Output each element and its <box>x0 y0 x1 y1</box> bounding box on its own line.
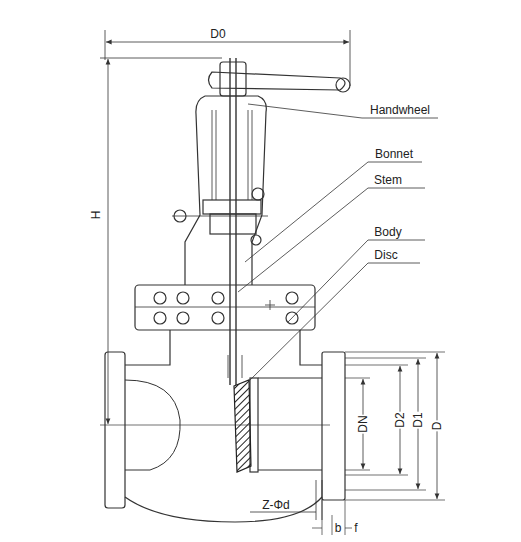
right-flange <box>322 352 345 500</box>
dimension-label: H <box>90 210 102 221</box>
dimension-label: b <box>334 522 343 534</box>
dimension-label: D0 <box>209 28 226 40</box>
disc <box>234 380 251 472</box>
part-label: Bonnet <box>374 148 414 160</box>
dimension-label: D <box>431 421 443 432</box>
part-label: Disc <box>373 249 398 261</box>
handwheel <box>209 72 346 90</box>
handwheel-knob <box>336 78 350 92</box>
bonnet-flange <box>135 285 315 330</box>
dimension-label: Z-Φd <box>261 499 291 511</box>
part-label: Stem <box>373 174 403 186</box>
dimension-label: DN <box>357 414 369 433</box>
dimension-label: f <box>353 522 358 534</box>
yoke <box>185 96 266 285</box>
hub <box>220 62 246 96</box>
dimension-label: D2 <box>394 411 406 428</box>
part-label: Handwheel <box>369 104 431 116</box>
dimension-label: D1 <box>412 411 424 428</box>
part-label: Body <box>373 226 402 238</box>
body <box>125 330 322 522</box>
